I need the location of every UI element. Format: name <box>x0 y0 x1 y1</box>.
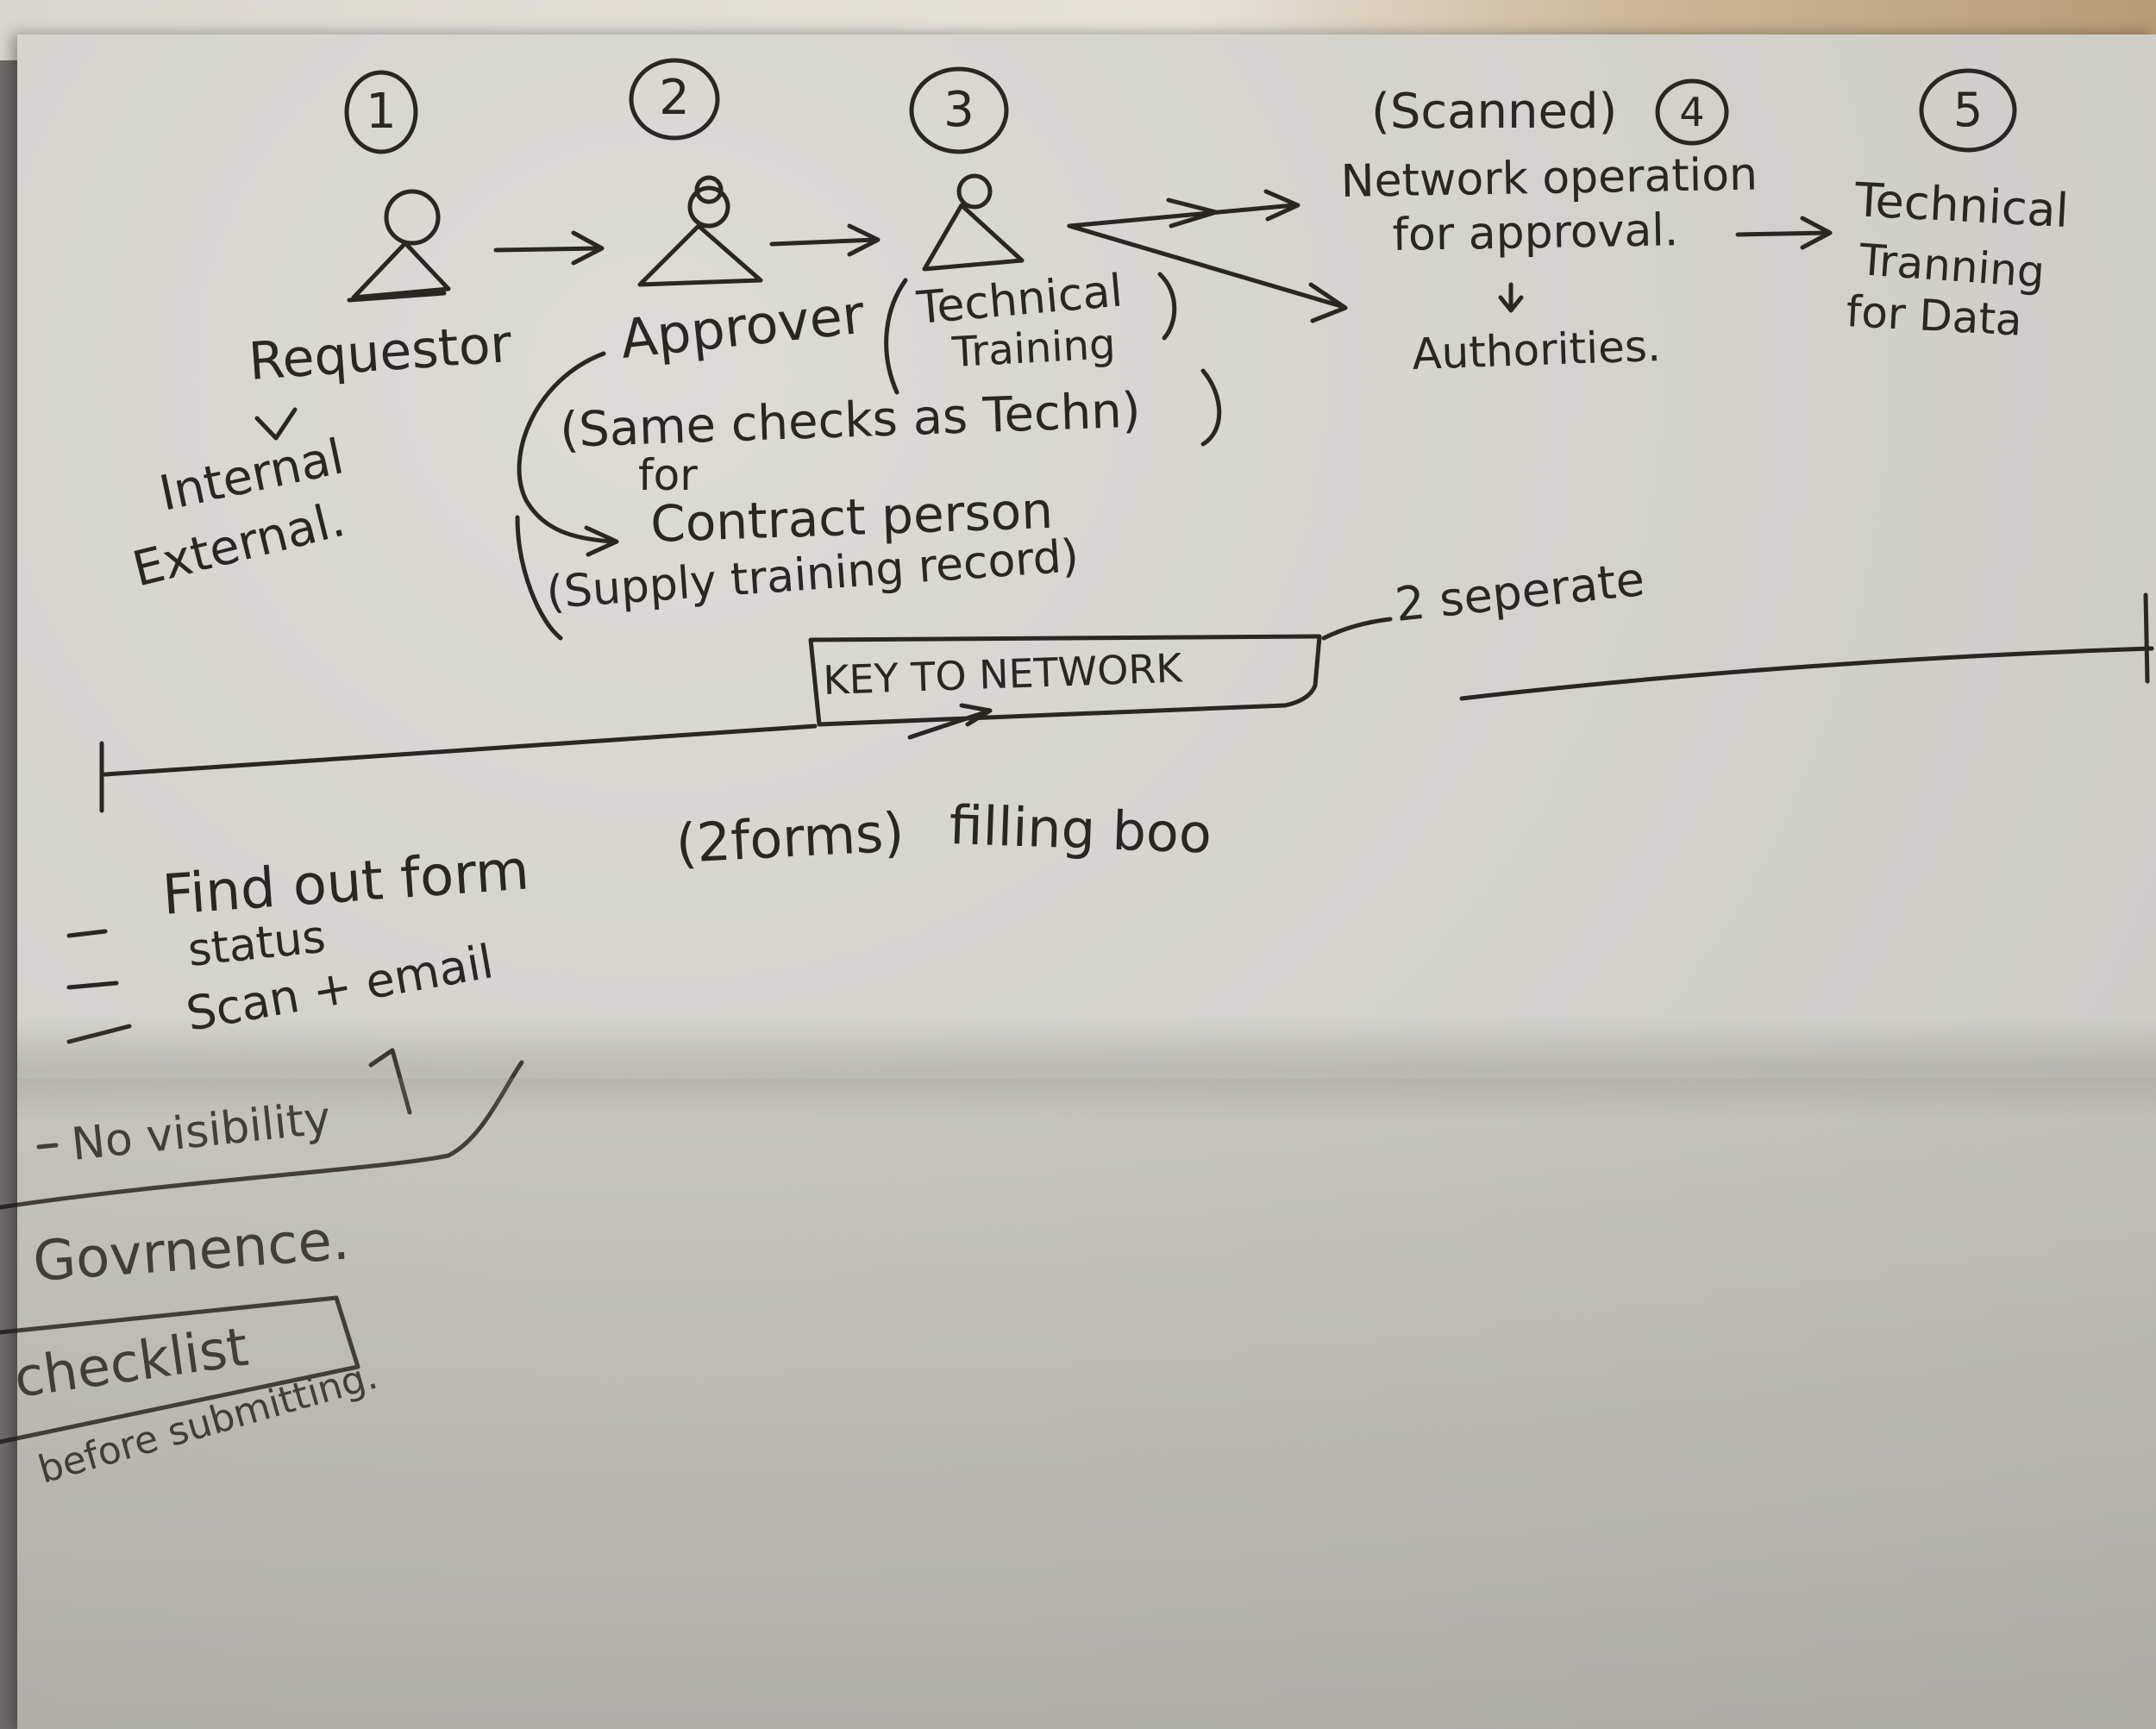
arrow-technical-to-authorities <box>1067 223 1348 323</box>
external-label: External. <box>128 492 350 598</box>
bullet-dash-3 <box>66 1024 132 1044</box>
no-visibility-swoosh <box>0 1060 524 1210</box>
handwritten-labels: 1 2 3 4 5 Requestor Internal External. A… <box>10 70 2070 1493</box>
authorities-label: Authorities. <box>1411 321 1661 379</box>
tick-mark-icon <box>254 407 298 441</box>
step-3-number: 3 <box>943 82 975 138</box>
same-checks-label: (Same checks as Techn) <box>559 383 1141 459</box>
bracket-arrow-approver-to-contract <box>515 351 1222 641</box>
bullet-dash-2 <box>66 980 119 990</box>
arrow-down-to-authorities <box>1498 282 1524 313</box>
timeline-left-line <box>103 724 818 777</box>
no-visibility-check <box>368 1048 412 1115</box>
network-operation-label: Network operation <box>1340 149 1758 208</box>
arrow-approver-to-technical <box>769 223 881 257</box>
arrow-technical-to-network-op <box>1067 189 1300 229</box>
two-separate-label: 2 seperate <box>1393 552 1647 632</box>
connector-to-2-separate <box>1321 617 1393 641</box>
requestor-person-icon <box>347 189 451 303</box>
step-3-circle <box>909 66 1009 154</box>
find-out-form-label: Find out form <box>160 838 531 928</box>
key-to-network-box <box>808 634 1322 727</box>
two-forms-label: (2forms) <box>674 800 906 875</box>
paren-left <box>884 278 908 395</box>
approver-label: Approver <box>617 283 868 371</box>
technical-training-person-icon <box>922 173 1025 272</box>
for-label: for <box>638 450 698 500</box>
tech-data-label-3: for Data <box>1845 286 2023 346</box>
paren-right <box>1157 272 1177 341</box>
for-approval-label: for approval. <box>1392 204 1679 261</box>
arrow-requestor-to-approver <box>493 230 605 266</box>
governance-label: Govrnence. <box>31 1209 351 1294</box>
arrow-under-key-box <box>907 703 993 740</box>
step-1-circle <box>344 70 418 154</box>
approver-person-icon <box>637 175 763 287</box>
checklist-box <box>0 1295 360 1444</box>
technical-training-label-2: Training <box>950 320 1117 377</box>
timeline-right-tick <box>2143 592 2150 684</box>
requestor-label: Requestor <box>247 314 514 392</box>
step-5-number: 5 <box>1953 83 1983 137</box>
timeline-right-line <box>1459 646 2154 701</box>
step-1-number: 1 <box>366 84 397 140</box>
step-4-number: 4 <box>1679 89 1704 135</box>
bullet-dash-1 <box>66 929 108 938</box>
step-4-circle <box>1655 78 1729 146</box>
step-2-circle <box>629 58 720 141</box>
contract-person-label: Contract person <box>649 481 1054 554</box>
filling-boo-label: filling boo <box>948 793 1213 866</box>
no-visibility-dash <box>36 1143 59 1150</box>
key-to-network-label: KEY TO NETWORK <box>822 644 1184 704</box>
arrow-network-op-to-tech-data <box>1735 216 1833 250</box>
tech-data-label-1: Technical <box>1852 172 2070 238</box>
step-2-number: 2 <box>659 70 690 126</box>
paper-sheet <box>17 34 2156 1729</box>
step-5-circle <box>1919 68 2017 153</box>
scanned-label: (Scanned) <box>1371 84 1617 140</box>
no-visibility-label: No visibility <box>69 1093 333 1171</box>
